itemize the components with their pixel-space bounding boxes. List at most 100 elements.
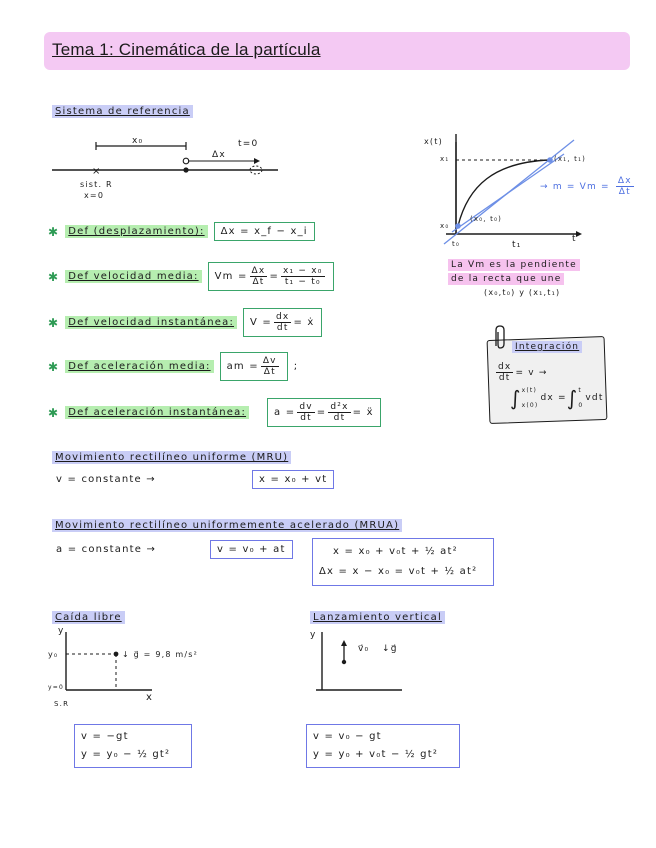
graph-t1: t₁ — [512, 240, 522, 250]
arrow-down-icon: ↓ — [382, 644, 391, 654]
reference-axis-diagram: × — [52, 142, 278, 177]
mrua-position-formulas: x = x₀ + v₀t + ½ at² Δx = x − x₀ = v₀t +… — [312, 538, 494, 586]
rhs: = ẋ — [293, 317, 315, 328]
frac-den: Δt — [252, 277, 265, 287]
lhs: am = — [226, 361, 259, 372]
int-body: vdt — [585, 393, 604, 403]
vm-den: Δt — [618, 187, 631, 197]
heading-text: Sistema de referencia — [52, 105, 193, 118]
lhs: Vm = — [214, 271, 248, 282]
note-line-2: de la recta que une — [448, 273, 565, 285]
slope-note: La Vm es la pendiente de la recta que un… — [448, 258, 628, 300]
free-fall-g: ↓ g⃗ = 9,8 m/s² — [122, 650, 198, 659]
lhs: a = — [274, 407, 296, 418]
vm-slope-label: → m = Vm = Δx Δt — [540, 176, 634, 197]
frac-num: d²x — [328, 402, 351, 413]
integration-title: Integración — [512, 341, 583, 353]
mru-formula: x = x₀ + vt — [252, 470, 335, 489]
int-body: dx = — [540, 393, 567, 403]
free-fall-y0: y₀ — [48, 650, 59, 659]
star-icon: ✱ — [48, 224, 60, 239]
vertical-equations: v = v₀ − gt y = y₀ + v₀t − ½ gt² — [306, 724, 460, 768]
line1-rhs: = v → — [515, 367, 548, 378]
free-fall-diagram — [65, 632, 152, 691]
mru-condition: v = constante → — [56, 474, 156, 485]
eq: = — [316, 407, 327, 418]
int-upper: t — [578, 387, 582, 394]
frac-den: t₁ − t₀ — [284, 277, 321, 287]
dx-label: Δx — [212, 150, 226, 160]
g-text: g⃗ — [390, 644, 398, 654]
section-heading-mru: Movimiento rectilíneo uniforme (MRU) — [52, 451, 292, 464]
heading-text: Caída libre — [52, 611, 125, 624]
section-heading-mrua: Movimiento rectilíneo uniformemente acel… — [52, 519, 403, 532]
frac-num: Δv — [260, 356, 279, 367]
svg-text:×: × — [92, 166, 100, 177]
graph-p0: (x₀, t₀) — [470, 215, 503, 223]
section-heading-vertical: Lanzamiento vertical — [310, 611, 445, 624]
frac-num: dx — [496, 362, 514, 373]
sr-label: sist. R — [80, 180, 113, 189]
note-line-1: La Vm es la pendiente — [448, 259, 580, 271]
frac-den: dt — [333, 413, 346, 423]
x0-label: x₀ — [132, 136, 144, 146]
frac-den: dt — [300, 413, 312, 423]
free-fall-x-axis: x — [146, 692, 154, 703]
def-formula: Δx = x_f − x_i — [213, 222, 315, 241]
graph-t0: t₀ — [452, 240, 460, 248]
frac-den: Δt — [263, 367, 276, 377]
def-label: Def aceleración media: — [65, 360, 214, 373]
mrua-velocity-formula: v = v₀ + at — [210, 540, 293, 559]
free-fall-eq-2: y = y₀ − ½ gt² — [81, 749, 171, 760]
heading-text: Movimiento rectilíneo uniforme (MRU) — [52, 451, 292, 464]
vertical-g: ↓g⃗ — [382, 644, 398, 654]
integration-title-text: Integración — [512, 341, 583, 353]
frac-num: dx — [274, 312, 292, 323]
vm-fraction: Δx Δt — [615, 176, 634, 197]
position-time-graph — [443, 134, 582, 245]
graph-y-axis: x(t) — [424, 137, 443, 146]
int-upper: x(t) — [521, 387, 538, 394]
graph-x1: x₁ — [440, 155, 450, 163]
frac-num: dv — [297, 402, 315, 413]
mrua-formula-3: Δx = x − x₀ = v₀t + ½ at² — [319, 566, 478, 577]
integral-symbol: ∫ — [566, 386, 579, 410]
int-lower: 0 — [578, 402, 584, 409]
g-value: g⃗ = 9,8 m/s² — [133, 650, 199, 659]
def-label: Def aceleración instantánea: — [65, 406, 250, 419]
star-icon: ✱ — [48, 269, 60, 284]
frac-den: dt — [498, 373, 511, 383]
integral-symbol: ∫ — [510, 386, 522, 410]
free-fall-sr: S.R — [54, 700, 70, 708]
arrow-down-icon: ↓ — [122, 650, 130, 659]
mrua-formula-2: x = x₀ + v₀t + ½ at² — [333, 546, 458, 557]
free-fall-y-zero: y=0 — [48, 684, 64, 691]
t0-label: t=0 — [238, 139, 259, 149]
vertical-y-axis: y — [310, 630, 317, 640]
def-label: Def velocidad media: — [65, 270, 202, 283]
rhs: = ẍ — [352, 407, 374, 418]
star-icon: ✱ — [48, 359, 60, 374]
free-fall-eq-1: v = −gt — [81, 731, 129, 742]
graph-x-axis: t — [572, 234, 577, 244]
mrua-condition: a = constante → — [56, 544, 157, 555]
vertical-eq-1: v = v₀ − gt — [313, 731, 382, 742]
def-label: Def velocidad instantánea: — [65, 316, 238, 329]
free-fall-equations: v = −gt y = y₀ − ½ gt² — [74, 724, 192, 768]
frac-num: Δx — [249, 266, 268, 277]
star-icon: ✱ — [48, 405, 60, 420]
vertical-eq-2: y = y₀ + v₀t − ½ gt² — [313, 749, 439, 760]
paperclip-icon — [495, 325, 505, 349]
